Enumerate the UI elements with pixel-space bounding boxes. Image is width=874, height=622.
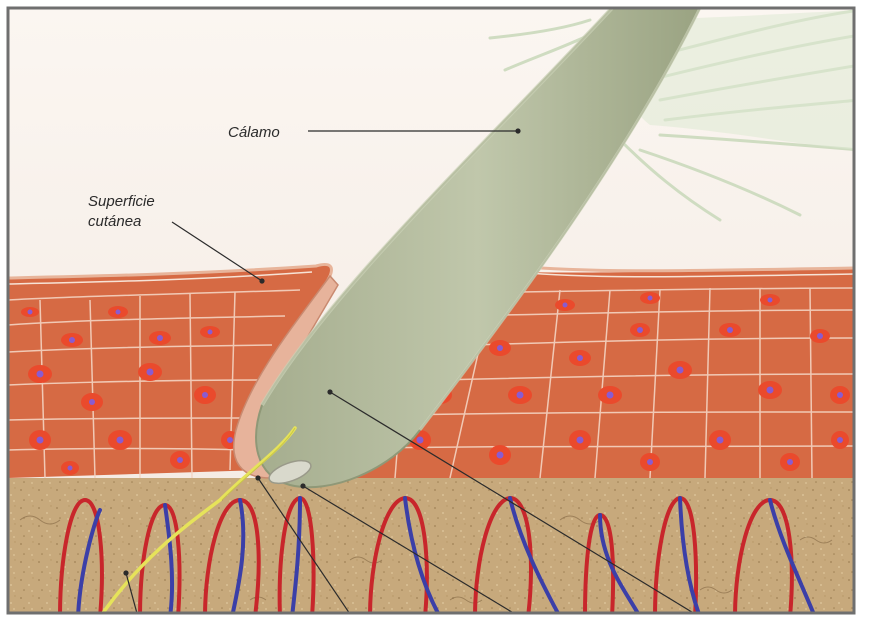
label-calamo: Cálamo (228, 123, 280, 142)
label-cutanea: cutánea (88, 212, 141, 231)
label-superficie: Superficie (88, 192, 155, 211)
